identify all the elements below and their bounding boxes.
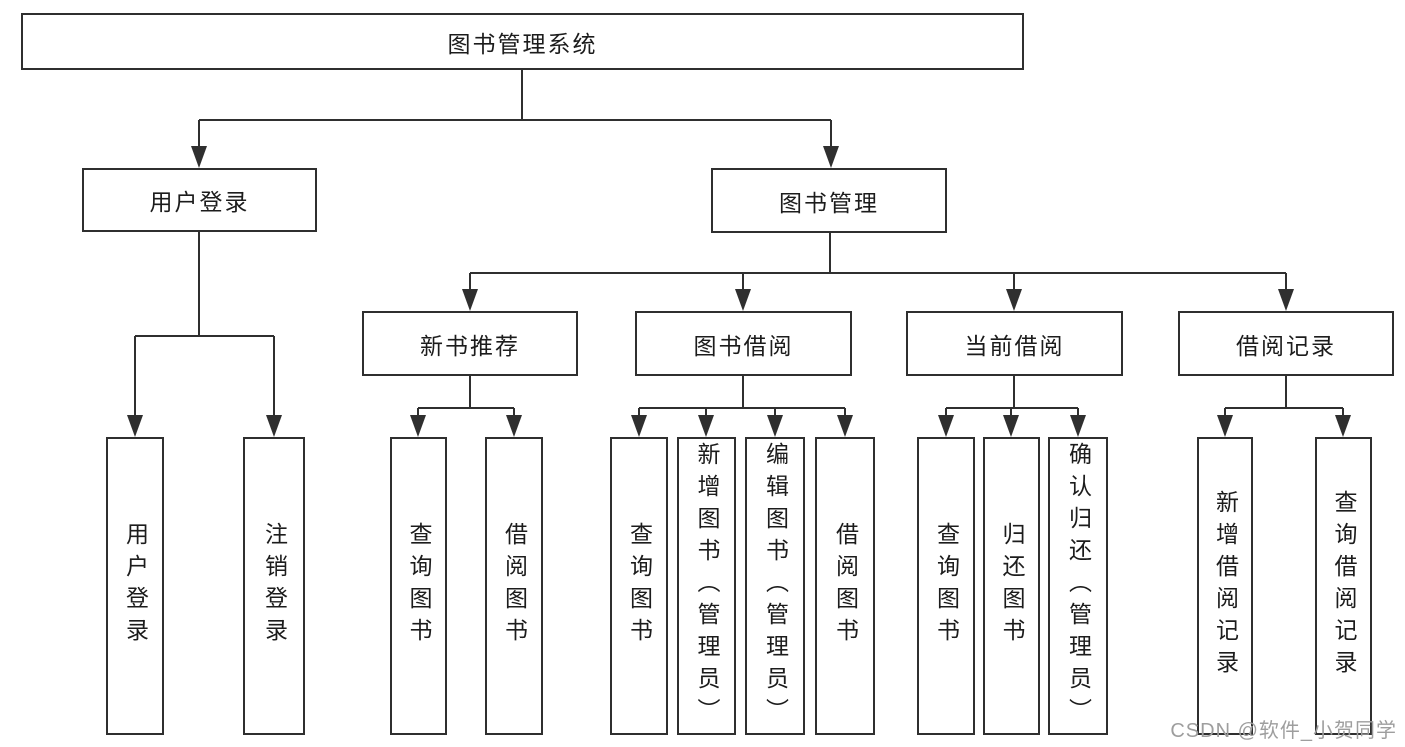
leaf-current-query-books: 查询图书 (917, 437, 975, 735)
arrowhead (191, 146, 207, 168)
leaf-current-confirm-return-admin-label: 确认归还（管理员） (1065, 442, 1092, 730)
node-book-management-label: 图书管理 (779, 189, 879, 216)
arrowhead (127, 415, 143, 437)
leaf-current-confirm-return-admin: 确认归还（管理员） (1048, 437, 1108, 735)
leaf-current-return-books-label: 归还图书 (999, 522, 1025, 650)
arrowhead (631, 415, 647, 437)
leaf-borrowing-edit-books-admin-label: 编辑图书（管理员） (762, 442, 789, 730)
arrowhead (1217, 415, 1233, 437)
arrowhead (506, 415, 522, 437)
arrowhead (735, 289, 751, 311)
node-book-management: 图书管理 (711, 168, 947, 233)
leaf-current-return-books: 归还图书 (983, 437, 1040, 735)
node-new-book-recommend: 新书推荐 (362, 311, 578, 376)
node-library-system-label: 图书管理系统 (447, 30, 598, 57)
arrowheads (127, 146, 1351, 437)
arrowhead (698, 415, 714, 437)
arrowhead (823, 146, 839, 168)
node-current-borrowing-label: 当前借阅 (964, 332, 1065, 359)
leaf-user-login-label: 用户登录 (122, 522, 149, 650)
leaf-borrowing-add-books-admin: 新增图书（管理员） (677, 437, 736, 735)
node-book-borrowing-label: 图书借阅 (693, 332, 794, 359)
arrowhead (1003, 415, 1019, 437)
leaf-records-query-record: 查询借阅记录 (1315, 437, 1372, 735)
arrowhead (1335, 415, 1351, 437)
arrowhead (938, 415, 954, 437)
arrowhead (1070, 415, 1086, 437)
connector-borrowing-to-leaves (638, 376, 846, 418)
leaf-logout: 注销登录 (243, 437, 305, 735)
node-book-borrowing: 图书借阅 (635, 311, 852, 376)
arrowhead (767, 415, 783, 437)
connector-root-to-level1 (198, 70, 832, 150)
leaf-current-query-books-label: 查询图书 (933, 522, 960, 650)
node-user-login: 用户登录 (82, 168, 317, 232)
arrowhead (462, 289, 478, 311)
connector-bookmgmt-to-level2 (469, 232, 1287, 293)
leaf-recommend-borrow-books: 借阅图书 (485, 437, 543, 735)
leaf-borrowing-query-books: 查询图书 (610, 437, 668, 735)
node-borrowing-records-label: 借阅记录 (1236, 332, 1336, 359)
arrowhead (410, 415, 426, 437)
connector-userlogin-to-leaves (134, 232, 275, 418)
leaf-borrowing-borrow-books-label: 借阅图书 (832, 522, 859, 650)
leaf-borrowing-borrow-books: 借阅图书 (815, 437, 875, 735)
leaf-records-add-record: 新增借阅记录 (1197, 437, 1253, 735)
leaf-records-query-record-label: 查询借阅记录 (1331, 490, 1357, 682)
node-new-book-recommend-label: 新书推荐 (420, 332, 520, 359)
arrowhead (1006, 289, 1022, 311)
node-library-system: 图书管理系统 (21, 13, 1024, 70)
leaf-recommend-query-books-label: 查询图书 (406, 522, 432, 650)
leaf-records-add-record-label: 新增借阅记录 (1212, 490, 1239, 682)
leaf-borrowing-query-books-label: 查询图书 (626, 522, 653, 650)
node-current-borrowing: 当前借阅 (906, 311, 1123, 376)
arrowhead (837, 415, 853, 437)
leaf-recommend-borrow-books-label: 借阅图书 (501, 522, 528, 650)
connector-current-to-leaves (945, 376, 1079, 418)
arrowhead (266, 415, 282, 437)
connector-records-to-leaves (1224, 376, 1344, 418)
leaf-logout-label: 注销登录 (261, 522, 288, 650)
connector-recommend-to-leaves (417, 376, 515, 418)
node-user-login-label: 用户登录 (149, 189, 250, 215)
csdn-watermark: CSDN @软件_小贺同学 (1170, 720, 1397, 742)
leaf-recommend-query-books: 查询图书 (390, 437, 447, 735)
leaf-user-login: 用户登录 (106, 437, 164, 735)
leaf-borrowing-edit-books-admin: 编辑图书（管理员） (745, 437, 805, 735)
arrowhead (1278, 289, 1294, 311)
node-borrowing-records: 借阅记录 (1178, 311, 1394, 376)
leaf-borrowing-add-books-admin-label: 新增图书（管理员） (694, 442, 720, 730)
